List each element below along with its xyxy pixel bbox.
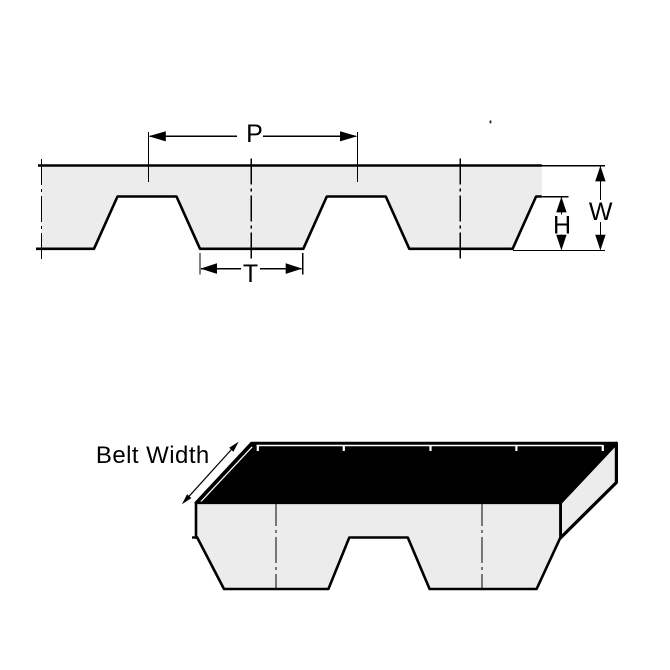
svg-text:T: T [243, 260, 258, 288]
svg-text:Belt Width: Belt Width [96, 442, 210, 469]
svg-text:W: W [589, 198, 613, 226]
svg-text:P: P [246, 120, 263, 148]
svg-text:H: H [553, 211, 571, 239]
